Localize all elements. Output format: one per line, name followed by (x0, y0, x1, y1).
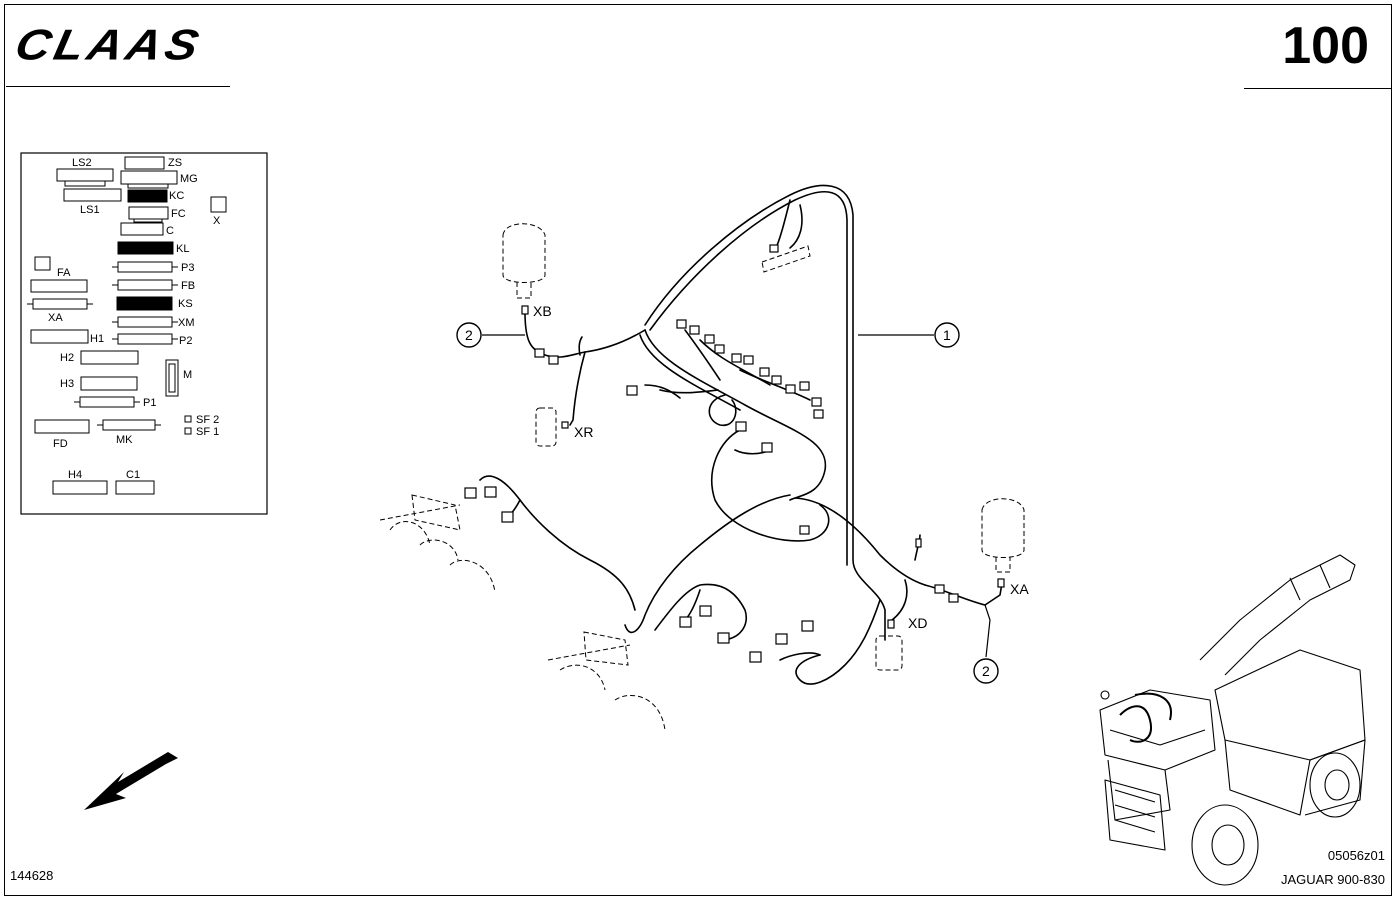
forage-harvester-sketch (1099, 554, 1366, 886)
legend-label: FA (57, 267, 71, 279)
callout-number: 2 (982, 663, 990, 679)
connector-label-xb: XB (533, 303, 552, 319)
callout-numbers: 2 1 2 XB XR XA XD (465, 303, 1029, 679)
legend-label: XM (178, 317, 195, 329)
legend-label: H3 (60, 378, 74, 390)
callout-circle (456, 322, 482, 348)
legend-label: LS1 (80, 204, 100, 216)
legend-label: XA (48, 312, 63, 324)
ghost-components (379, 223, 1025, 731)
legend-label: C1 (126, 469, 140, 481)
component-legend (20, 152, 268, 515)
legend-label: LS2 (72, 157, 92, 169)
brand-underline (6, 86, 230, 87)
document-number: 144628 (10, 868, 54, 883)
legend-label: MK (116, 434, 133, 446)
connector-label-xd: XD (908, 615, 927, 631)
legend-labels: LS2 ZS MG LS1 KC X FC C KL FA P3 FB XA K… (48, 157, 221, 481)
connector-label-xr: XR (574, 424, 593, 440)
legend-label: H1 (90, 333, 104, 345)
callout-circle (973, 658, 999, 684)
model-name: JAGUAR 900-830 (1280, 872, 1385, 887)
legend-label: ZS (168, 157, 182, 169)
connector-label-xa: XA (1010, 581, 1029, 597)
legend-label: C (166, 225, 174, 237)
legend-label: H2 (60, 352, 74, 364)
page-number: 100 (1282, 17, 1369, 75)
legend-label: M (183, 369, 192, 381)
legend-label: H4 (68, 469, 82, 481)
drawing-frame (4, 4, 1392, 896)
figure-code: 05056z01 (1327, 848, 1385, 863)
callout-leaders (482, 334, 991, 658)
legend-label: KS (178, 298, 193, 310)
callout-circles (456, 322, 999, 684)
legend-label: X (213, 215, 221, 227)
legend-label: P1 (143, 397, 156, 409)
legend-label: KL (176, 243, 189, 255)
legend-label: FC (171, 208, 186, 220)
legend-label: P3 (181, 262, 194, 274)
legend-label: MG (180, 173, 198, 185)
callout-number: 2 (465, 327, 473, 343)
legend-label: SF 2 (196, 414, 219, 426)
page-number-underline (1244, 88, 1392, 89)
callout-circle (934, 322, 960, 348)
wiring-harness (479, 184, 1003, 685)
legend-label: FB (181, 280, 195, 292)
legend-label: FD (53, 438, 68, 450)
arrow-down-left-icon (84, 752, 178, 810)
legend-label: P2 (179, 335, 192, 347)
callout-number: 1 (943, 327, 951, 343)
legend-label: KC (169, 190, 184, 202)
harness-connectors (464, 244, 1005, 663)
legend-label: SF 1 (196, 426, 219, 438)
